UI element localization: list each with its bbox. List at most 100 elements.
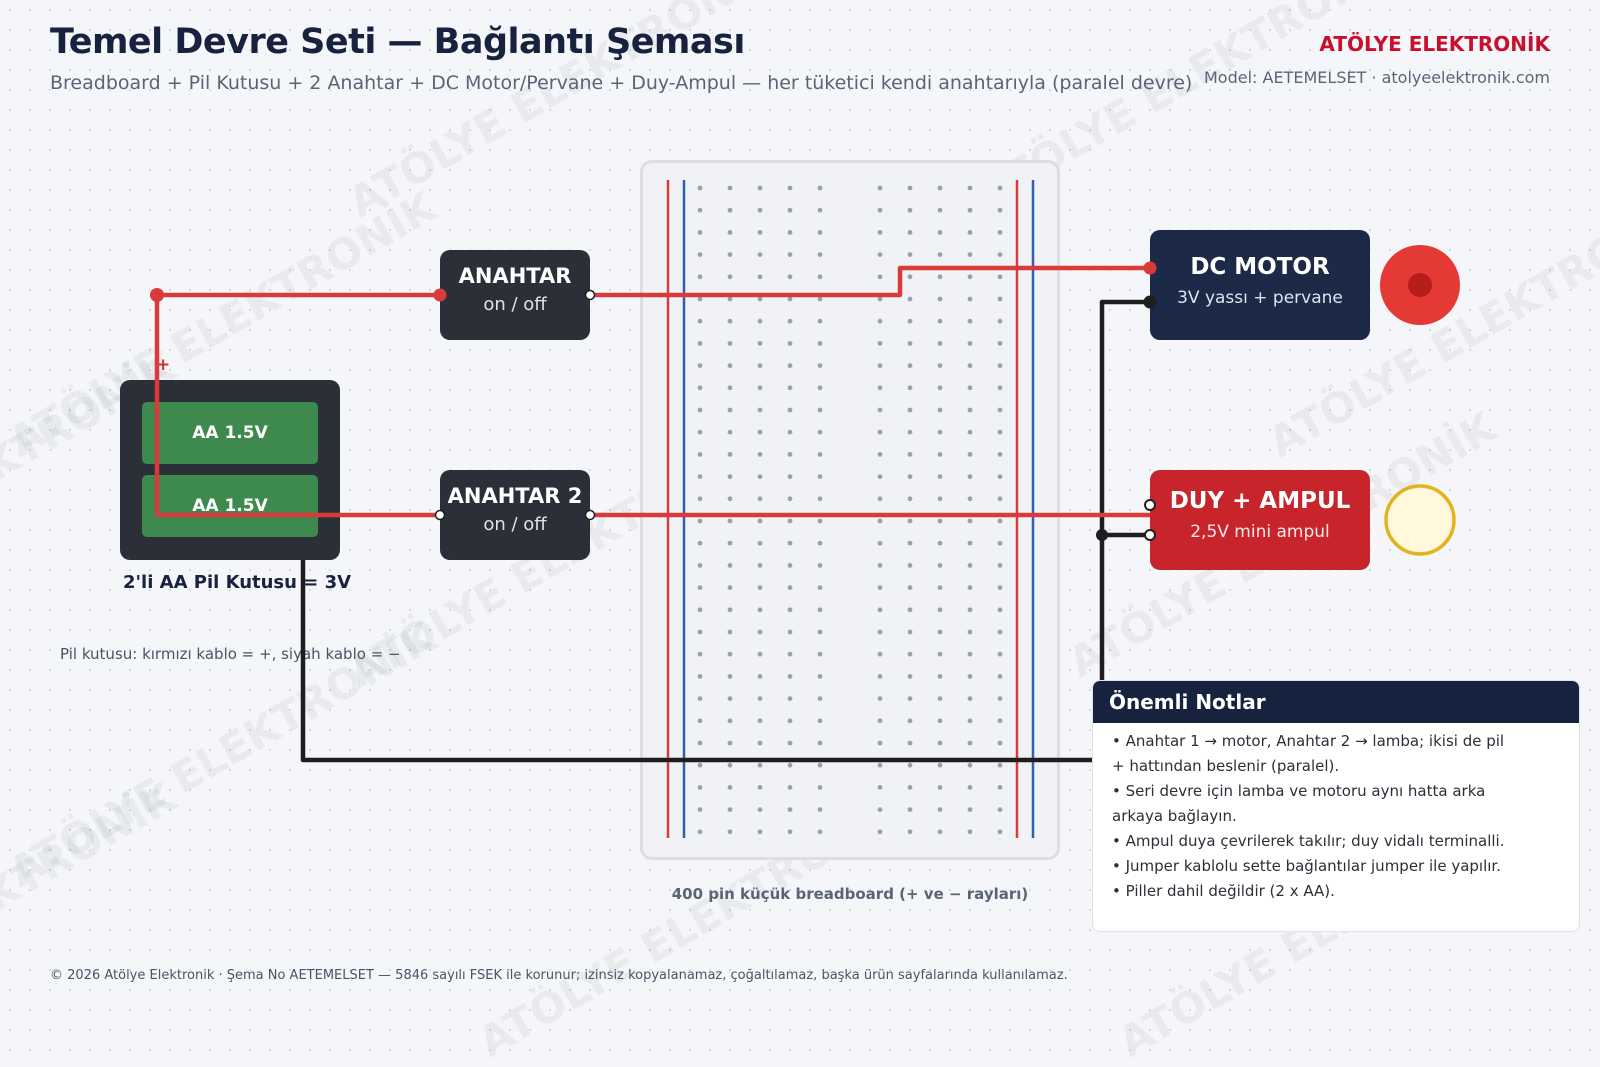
breadboard-hole — [877, 407, 883, 413]
breadboard-hole — [787, 274, 793, 280]
breadboard-hole — [757, 651, 763, 657]
breadboard-hole — [997, 452, 1003, 457]
breadboard-hole — [967, 341, 973, 346]
breadboard — [640, 160, 1060, 860]
breadboard-hole — [967, 429, 973, 435]
breadboard-hole — [757, 341, 763, 346]
breadboard-hole — [967, 651, 973, 657]
breadboard-hole — [787, 207, 793, 213]
motor-title: DC MOTOR — [1190, 254, 1330, 280]
breadboard-hole — [787, 762, 793, 768]
breadboard-hole — [787, 585, 793, 590]
breadboard-hole — [967, 230, 973, 235]
breadboard-hole — [907, 341, 913, 346]
breadboard-hole — [937, 474, 943, 479]
wire-positive-battery — [154, 292, 440, 515]
breadboard-hole — [907, 274, 913, 280]
breadboard-hole — [787, 385, 793, 391]
breadboard-hole — [757, 296, 763, 302]
breadboard-hole — [817, 474, 823, 479]
breadboard-hole — [817, 407, 823, 413]
breadboard-hole — [697, 474, 703, 479]
breadboard-hole — [817, 452, 823, 457]
breadboard-hole — [727, 629, 733, 635]
breadboard-hole — [967, 585, 973, 590]
note-item: • Piller dahil değildir (2 x AA). — [1112, 882, 1335, 900]
breadboard-hole — [967, 496, 973, 502]
breadboard-hole — [907, 252, 913, 257]
breadboard-hole — [697, 674, 703, 679]
plus-terminal-mark: + — [156, 355, 171, 375]
breadboard-hole — [697, 496, 703, 502]
breadboard-hole — [697, 829, 703, 835]
breadboard-hole — [937, 540, 943, 546]
breadboard-hole — [727, 585, 733, 590]
breadboard-hole — [697, 274, 703, 280]
breadboard-hole — [757, 740, 763, 746]
breadboard-hole — [937, 496, 943, 502]
breadboard-hole — [817, 429, 823, 435]
breadboard-hole — [787, 674, 793, 679]
breadboard-hole — [997, 829, 1003, 835]
terminal-node — [434, 509, 446, 521]
breadboard-hole — [997, 585, 1003, 590]
junction-node — [150, 288, 164, 302]
breadboard-hole — [877, 185, 883, 191]
breadboard-hole — [967, 718, 973, 724]
breadboard-hole — [757, 829, 763, 835]
breadboard-hole — [997, 341, 1003, 346]
breadboard-hole — [817, 607, 823, 613]
breadboard-hole — [967, 740, 973, 746]
breadboard-hole — [937, 252, 943, 257]
switch-2: ANAHTAR 2 on / off — [440, 470, 590, 560]
breadboard-hole — [997, 230, 1003, 235]
breadboard-hole — [997, 674, 1003, 679]
breadboard-hole — [967, 762, 973, 768]
breadboard-hole — [787, 718, 793, 724]
breadboard-hole — [877, 363, 883, 368]
breadboard-hole — [757, 607, 763, 613]
breadboard-hole — [757, 496, 763, 502]
breadboard-hole — [937, 429, 943, 435]
breadboard-hole — [697, 740, 703, 746]
breadboard-hole — [877, 563, 883, 568]
terminal-node — [1144, 499, 1156, 511]
breadboard-hole — [937, 585, 943, 590]
breadboard-hole — [757, 474, 763, 479]
breadboard-hole — [937, 385, 943, 391]
breadboard-hole — [817, 185, 823, 191]
breadboard-hole — [997, 807, 1003, 812]
wire-switch1-motor — [590, 265, 1150, 298]
brand-name: ATÖLYE ELEKTRONİK — [1319, 32, 1550, 56]
breadboard-hole — [787, 696, 793, 701]
breadboard-hole — [997, 518, 1003, 524]
terminal-node — [1143, 295, 1157, 309]
breadboard-hole — [697, 540, 703, 546]
breadboard-hole — [907, 629, 913, 635]
breadboard-hole — [997, 363, 1003, 368]
breadboard-hole — [727, 785, 733, 790]
breadboard-hole — [787, 785, 793, 790]
breadboard-hole — [937, 607, 943, 613]
breadboard-hole — [997, 296, 1003, 302]
breadboard-hole — [817, 651, 823, 657]
breadboard-hole — [937, 207, 943, 213]
breadboard-hole — [937, 829, 943, 835]
wire-negative-riser — [1099, 299, 1150, 760]
breadboard-hole — [877, 785, 883, 790]
breadboard-hole — [817, 385, 823, 391]
breadboard-hole — [727, 696, 733, 701]
breadboard-hole — [697, 341, 703, 346]
breadboard-hole — [757, 563, 763, 568]
breadboard-hole — [817, 230, 823, 235]
breadboard-hole — [787, 296, 793, 302]
breadboard-hole — [877, 230, 883, 235]
bulb-icon — [1384, 484, 1456, 556]
breadboard-hole — [997, 785, 1003, 790]
breadboard-hole — [967, 296, 973, 302]
breadboard-hole — [727, 407, 733, 413]
breadboard-hole — [997, 407, 1003, 413]
breadboard-rails — [666, 180, 1035, 838]
breadboard-hole — [997, 185, 1003, 191]
breadboard-hole — [937, 274, 943, 280]
